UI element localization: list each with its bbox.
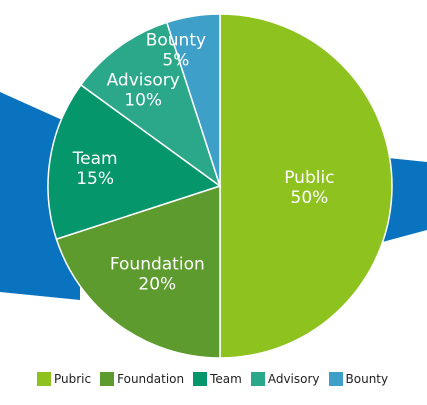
legend-item-foundation: Foundation: [100, 372, 184, 386]
slice-percent: 15%: [76, 169, 114, 189]
pie-slice-advisory: [79, 21, 222, 188]
slice-name: Bounty: [146, 31, 206, 51]
legend-item-bounty: Bounty: [328, 372, 389, 386]
slice-name: Foundation: [110, 254, 205, 274]
slice-name: Public: [284, 168, 334, 188]
legend-label: Pubric: [54, 372, 92, 386]
slice-percent: 20%: [138, 274, 176, 294]
legend-swatch: [193, 372, 208, 386]
chart-legend: Pubric Foundation Team Advisory Bounty: [37, 370, 397, 388]
slice-name: Team: [72, 149, 118, 169]
pie-slice-public: [219, 13, 393, 359]
legend-swatch: [100, 372, 115, 386]
slice-percent: 50%: [291, 188, 329, 208]
legend-label: Bounty: [345, 372, 389, 386]
slice-name: Advisory: [107, 71, 180, 91]
legend-item-public: Pubric: [37, 372, 91, 386]
legend-item-advisory: Advisory: [250, 372, 320, 386]
slice-percent: 5%: [162, 51, 189, 71]
slice-percent: 10%: [124, 91, 162, 111]
legend-item-team: Team: [193, 372, 242, 386]
legend-swatch: [250, 372, 265, 386]
pie-slice-team: [47, 83, 222, 241]
legend-swatch: [328, 372, 343, 386]
legend-label: Team: [210, 372, 242, 386]
legend-label: Foundation: [117, 372, 185, 386]
pie-slice-bounty: [165, 13, 221, 187]
legend-swatch: [37, 372, 51, 386]
legend-label: Advisory: [267, 372, 320, 386]
pie-slice-foundation: [55, 184, 221, 359]
